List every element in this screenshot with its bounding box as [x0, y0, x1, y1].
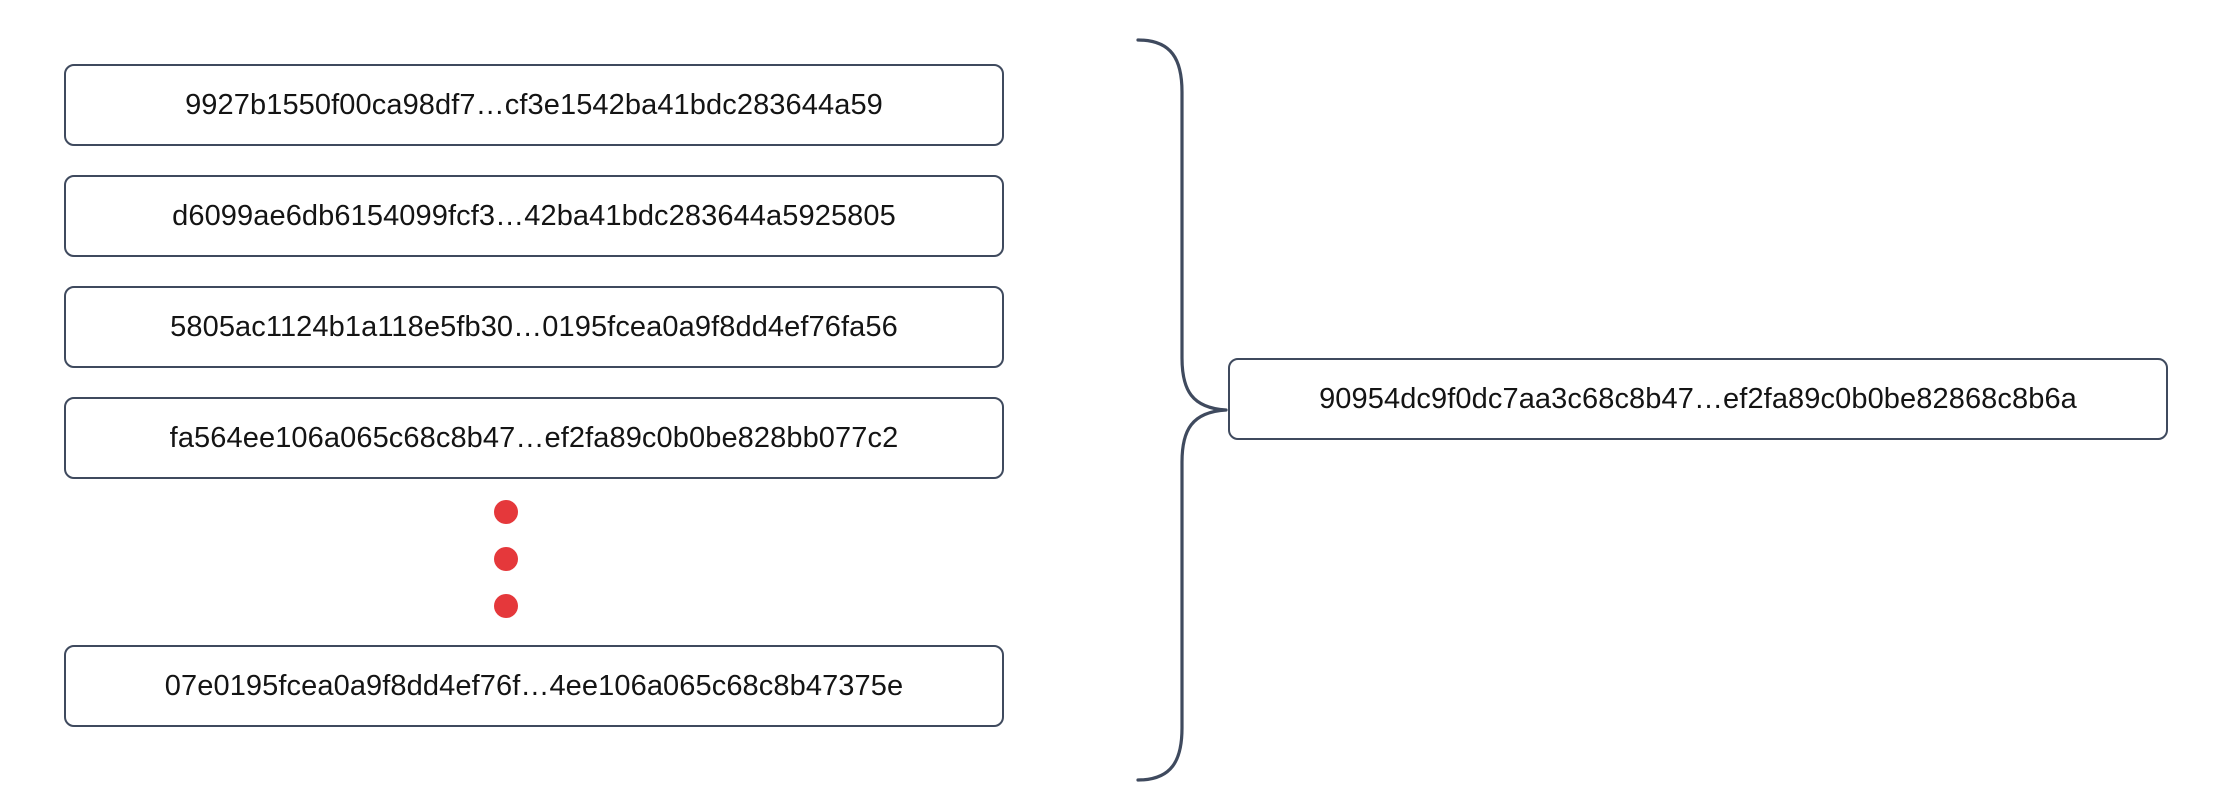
ellipsis-dot — [494, 547, 518, 571]
input-hash-item[interactable]: fa564ee106a065c68c8b47…ef2fa89c0b0be828b… — [64, 397, 1004, 479]
input-hash-item[interactable]: d6099ae6db6154099fcf3…42ba41bdc283644a59… — [64, 175, 1004, 257]
hash-text: 07e0195fcea0a9f8dd4ef76f…4ee106a065c68c8… — [164, 669, 904, 702]
input-hash-item[interactable]: 5805ac1124b1a118e5fb30…0195fcea0a9f8dd4e… — [64, 286, 1004, 368]
output-hash-item[interactable]: 90954dc9f0dc7aa3c68c8b47…ef2fa89c0b0be82… — [1228, 358, 2168, 440]
hash-text: d6099ae6db6154099fcf3…42ba41bdc283644a59… — [172, 199, 896, 232]
vertical-ellipsis-icon — [494, 500, 522, 630]
curly-brace-icon — [1030, 18, 1230, 782]
ellipsis-dot — [494, 594, 518, 618]
hash-text: fa564ee106a065c68c8b47…ef2fa89c0b0be828b… — [169, 421, 899, 454]
input-hash-item[interactable]: 07e0195fcea0a9f8dd4ef76f…4ee106a065c68c8… — [64, 645, 1004, 727]
hash-text: 5805ac1124b1a118e5fb30…0195fcea0a9f8dd4e… — [170, 310, 898, 343]
hash-text: 90954dc9f0dc7aa3c68c8b47…ef2fa89c0b0be82… — [1319, 382, 2077, 415]
ellipsis-dot — [494, 500, 518, 524]
hash-text: 9927b1550f00ca98df7…cf3e1542ba41bdc28364… — [185, 88, 883, 121]
input-hash-item[interactable]: 9927b1550f00ca98df7…cf3e1542ba41bdc28364… — [64, 64, 1004, 146]
